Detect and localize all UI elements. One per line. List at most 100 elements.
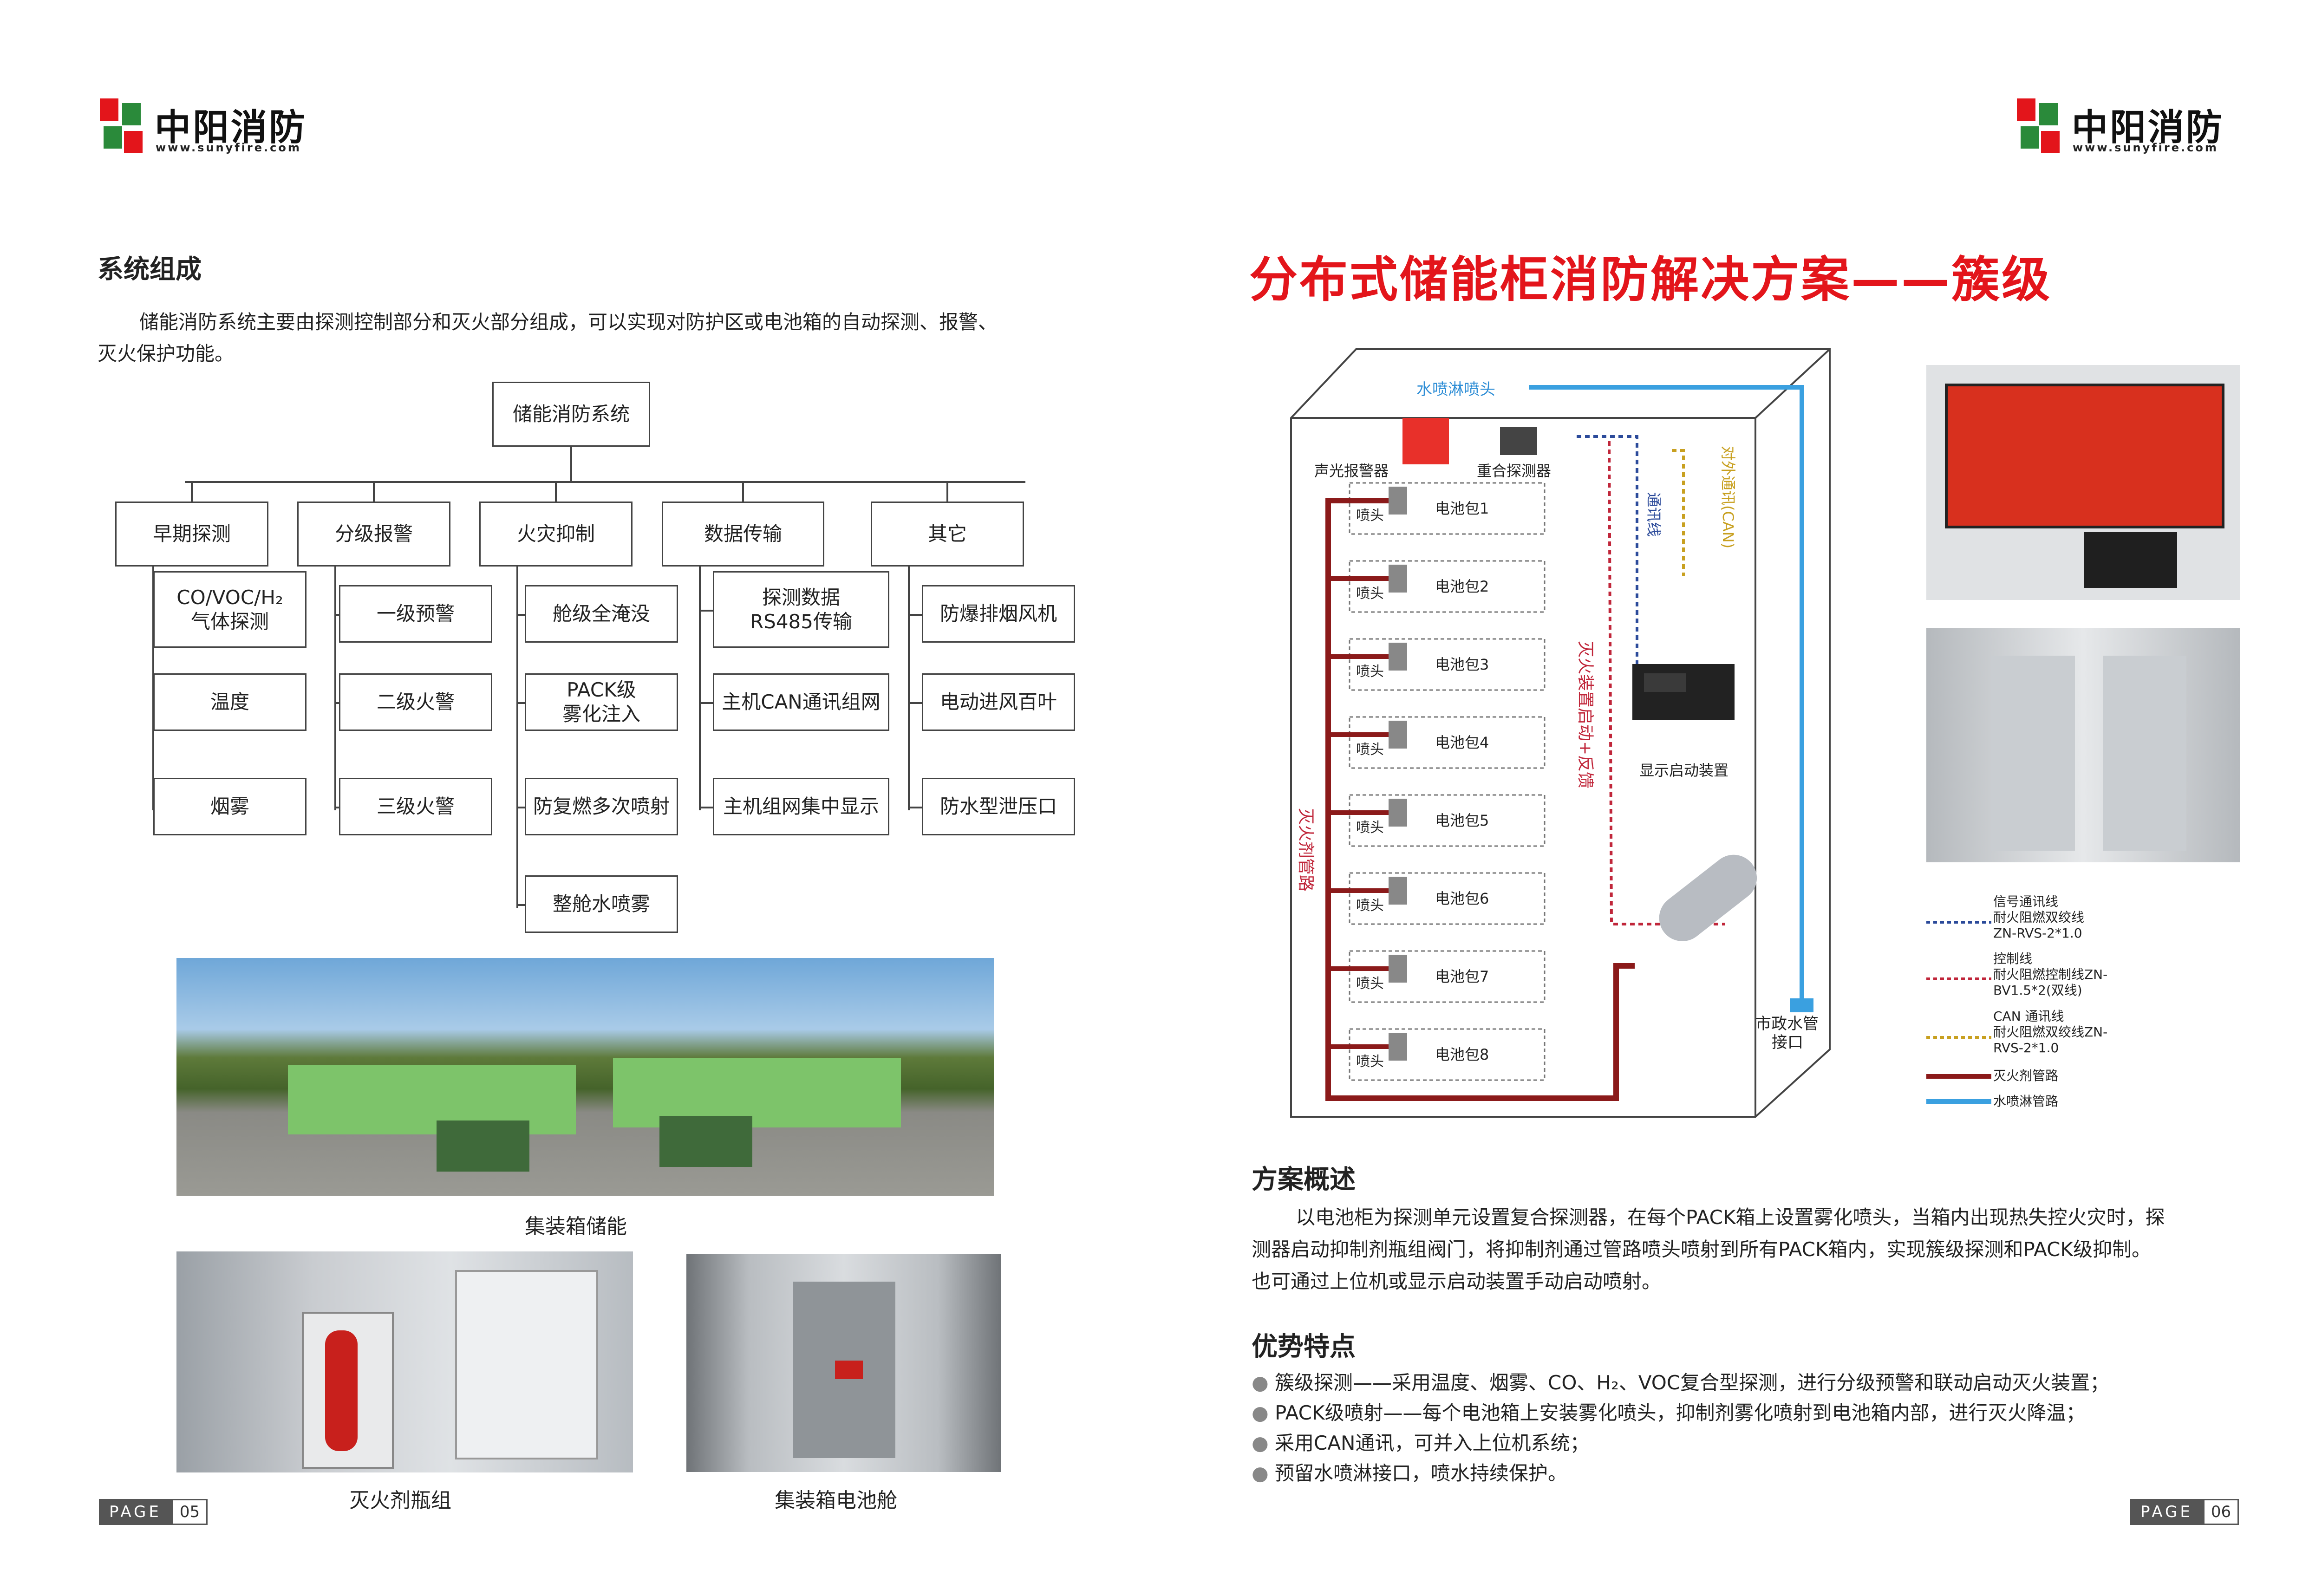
connector-line xyxy=(334,567,336,810)
connector-line xyxy=(516,567,518,908)
tree-leaf: 主机组网集中显示 xyxy=(713,778,889,835)
page-label: PAGE xyxy=(2130,1499,2203,1525)
nozzle-label: 喷头 xyxy=(1356,976,1384,992)
connector-line xyxy=(908,567,910,810)
nozzle-icon xyxy=(1389,877,1407,905)
logo-mark-icon xyxy=(100,98,146,153)
cabinet-diagram: 喷头电池包1喷头电池包2喷头电池包3喷头电池包4喷头电池包5喷头电池包6喷头电池… xyxy=(1290,348,1831,1118)
battery-pack-box xyxy=(1349,638,1546,691)
legend-item: CAN 通讯线 耐火阻燃双绞线ZN- RVS-2*1.0 xyxy=(1993,1009,2108,1055)
logo-right: 中阳消防 www.sunyfire.com xyxy=(2017,98,2258,159)
cabinet-photo xyxy=(1926,628,2240,862)
battery-pack-label: 电池包7 xyxy=(1435,968,1489,985)
connector-line xyxy=(699,609,713,612)
tree-branch: 数据传输 xyxy=(662,502,824,567)
battery-pack-label: 电池包8 xyxy=(1435,1046,1489,1063)
logo-url: www.sunyfire.com xyxy=(2073,141,2218,154)
connector-line xyxy=(516,614,525,616)
caption-battery-cabin: 集装箱电池舱 xyxy=(775,1489,897,1512)
battery-pack-label: 电池包2 xyxy=(1435,578,1489,595)
connector-line xyxy=(373,482,375,502)
connector-line xyxy=(334,614,339,616)
legend-item: 控制线 耐火阻燃控制线ZN- BV1.5*2(双线) xyxy=(1993,951,2108,998)
label-start-feedback: 灭火装置启动+反馈 xyxy=(1576,641,1595,788)
logo-mark-icon xyxy=(2017,98,2063,153)
connector-line xyxy=(699,702,713,704)
connector-line xyxy=(908,807,922,808)
label-sprinkler: 水喷淋喷头 xyxy=(1416,380,1495,399)
nozzle-icon xyxy=(1389,955,1407,983)
page-number: 06 xyxy=(2203,1499,2239,1525)
tree-leaf: 一级预警 xyxy=(339,585,492,643)
water-pipe xyxy=(1529,385,1804,1003)
connector-line xyxy=(516,807,525,808)
advantage-item: ● PACK级喷射——每个电池箱上安装雾化喷头，抑制剂雾化喷射到电池箱内部，进行… xyxy=(1252,1401,2086,1424)
battery-pack-box xyxy=(1349,560,1546,613)
tree-leaf: 防复燃多次喷射 xyxy=(525,778,678,835)
solution-title: 分布式储能柜消防解决方案——簇级 xyxy=(1249,251,2052,308)
nozzle-icon xyxy=(1389,721,1407,749)
nozzle-icon xyxy=(1389,643,1407,671)
connector-line xyxy=(908,702,922,704)
connector-line xyxy=(516,702,525,704)
nozzle-label: 喷头 xyxy=(1356,742,1384,758)
label-municipal-water-1: 市政水管 xyxy=(1755,1015,1819,1033)
label-municipal-water-2: 接口 xyxy=(1772,1033,1803,1052)
logo-brand: 中阳消防 xyxy=(2072,107,2224,149)
tree-leaf: 防水型泄压口 xyxy=(922,778,1075,835)
label-alarm: 声光报警器 xyxy=(1314,462,1389,480)
tree-leaf: PACK级 雾化注入 xyxy=(525,673,678,731)
battery-pack-label: 电池包5 xyxy=(1435,812,1489,829)
connector-line xyxy=(334,702,339,704)
connector-line xyxy=(555,482,557,502)
battery-pack-box xyxy=(1349,482,1546,535)
nozzle-icon xyxy=(1389,487,1407,515)
nozzle-label: 喷头 xyxy=(1356,1054,1384,1070)
tree-leaf: 舱级全淹没 xyxy=(525,585,678,643)
container-storage-photo xyxy=(176,958,994,1196)
nozzle-label: 喷头 xyxy=(1356,820,1384,836)
legend-lines xyxy=(1926,921,1991,1104)
advantage-item: ● 簇级探测——采用温度、烟雾、CO、H₂、VOC复合型探测，进行分级预警和联动… xyxy=(1252,1371,2110,1394)
connector-line xyxy=(570,447,572,482)
nozzle-icon xyxy=(1389,565,1407,593)
section-title: 系统组成 xyxy=(98,254,202,285)
tree-leaf: 二级火警 xyxy=(339,673,492,731)
tree-leaf: 烟雾 xyxy=(153,778,307,835)
connector-line xyxy=(152,609,153,612)
intro-line-1: 储能消防系统主要由探测控制部分和灭火部分组成，可以实现对防护区或电池箱的自动探测… xyxy=(139,311,998,333)
tree-leaf: CO/VOC/H₂ 气体探测 xyxy=(153,571,307,648)
control-line xyxy=(1608,441,1725,925)
page-number-right: PAGE 06 xyxy=(2130,1499,2239,1525)
nozzle-icon xyxy=(1389,1033,1407,1061)
connector-line xyxy=(334,807,339,808)
nozzle-label: 喷头 xyxy=(1356,898,1384,914)
connector-line xyxy=(152,807,153,808)
nozzle-label: 喷头 xyxy=(1356,586,1384,602)
page-label: PAGE xyxy=(99,1499,172,1525)
tree-leaf: 电动进风百叶 xyxy=(922,673,1075,731)
tree-leaf: 整舱水喷雾 xyxy=(525,875,678,933)
connector-line xyxy=(699,807,713,808)
battery-pack-label: 电池包1 xyxy=(1435,500,1489,517)
overview-line-1: 以电池柜为探测单元设置复合探测器，在每个PACK箱上设置雾化喷头，当箱内出现热失… xyxy=(1296,1206,2165,1229)
battery-pack-box xyxy=(1349,716,1546,769)
battery-pack-label: 电池包6 xyxy=(1435,890,1489,907)
connector-line xyxy=(908,614,922,616)
agent-bottles-photo xyxy=(176,1251,633,1472)
label-agent-pipe: 灭火剂管路 xyxy=(1296,808,1315,892)
logo-left: 中阳消防 www.sunyfire.com xyxy=(100,98,341,159)
connector-line xyxy=(185,481,1025,483)
nozzle-icon xyxy=(1389,799,1407,827)
intro-line-2: 灭火保护功能。 xyxy=(98,342,235,365)
tree-leaf: 探测数据 RS485传输 xyxy=(713,571,889,648)
connector-line xyxy=(699,567,701,810)
label-display-device: 显示启动装置 xyxy=(1639,762,1728,779)
nozzle-label: 喷头 xyxy=(1356,664,1384,680)
tree-leaf: 主机CAN通讯组网 xyxy=(713,673,889,731)
label-comm-line: 通讯线 xyxy=(1645,492,1663,537)
comm-line xyxy=(1577,435,1638,664)
overview-line-3: 也可通过上位机或显示启动装置手动启动喷射。 xyxy=(1252,1270,1662,1293)
tree-branch: 火灾抑制 xyxy=(479,502,633,567)
tree-branch: 分级报警 xyxy=(297,502,450,567)
